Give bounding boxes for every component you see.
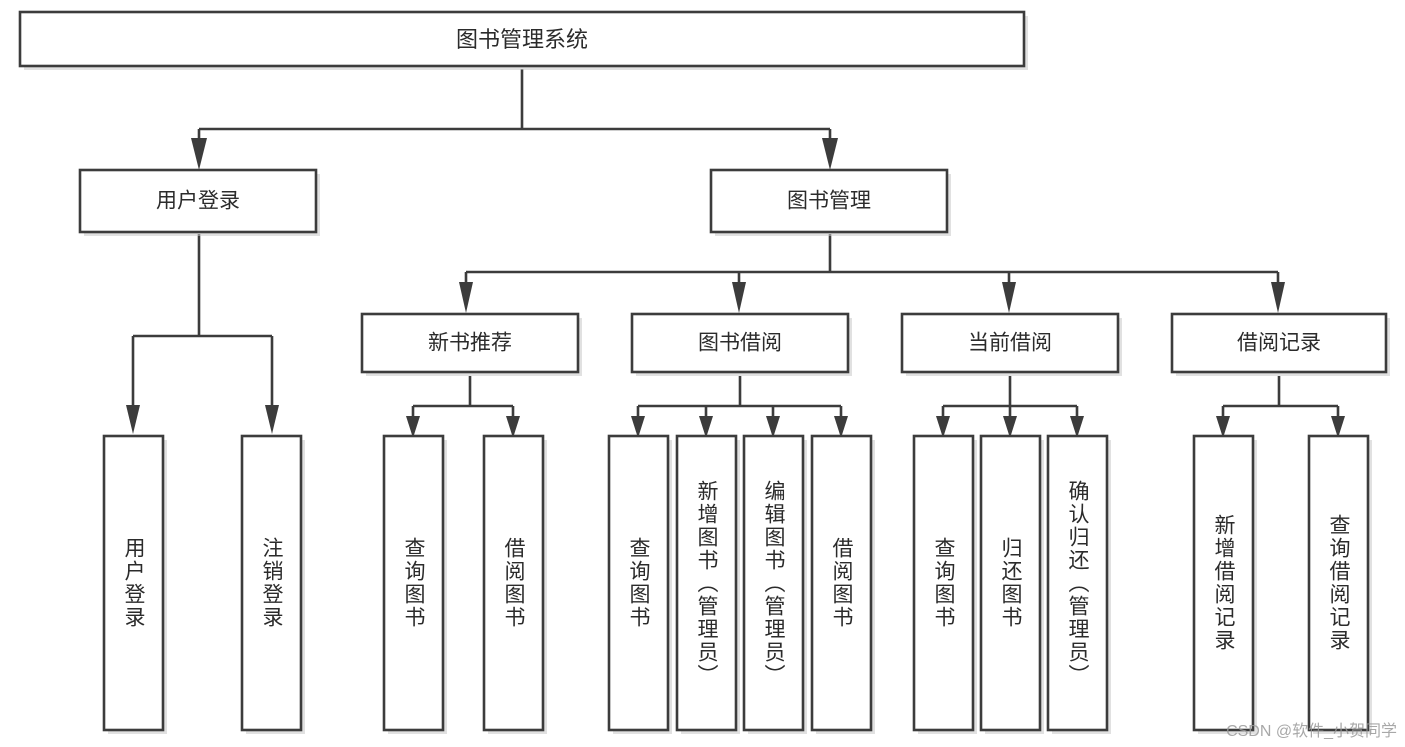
- new-book-rec-node-box[interactable]: [360, 312, 580, 374]
- arrowhead-l2: [506, 416, 520, 438]
- arrowhead-leaf-logout: [265, 405, 279, 434]
- leaf-query-book-a-box[interactable]: [382, 434, 445, 732]
- arrowhead-l11: [1331, 416, 1345, 438]
- arrowhead-l9: [1070, 416, 1084, 438]
- user-login-node-box[interactable]: [78, 168, 318, 234]
- arrowhead-l4: [699, 416, 713, 438]
- arrowhead-l7: [936, 416, 950, 438]
- book-borrow-node-box[interactable]: [630, 312, 850, 374]
- leaf-add-book-box[interactable]: [675, 434, 738, 732]
- leaf-add-record-box[interactable]: [1192, 434, 1255, 732]
- book-borrow-node-label: 图书借阅: [698, 332, 782, 355]
- current-borrow-node-label: 当前借阅: [968, 332, 1052, 355]
- book-manage-node-box[interactable]: [709, 168, 949, 234]
- borrow-record-node-label: 借阅记录: [1237, 332, 1321, 355]
- leaf-user-login-box[interactable]: [102, 434, 165, 732]
- arrowhead-current-borrow: [1002, 282, 1016, 313]
- new-book-rec-node-label: 新书推荐: [428, 332, 512, 355]
- arrowhead-l1: [406, 416, 420, 438]
- arrowhead-borrow-record: [1271, 282, 1285, 313]
- leaf-borrow-book-b-box[interactable]: [810, 434, 873, 732]
- nodes-layer: [18, 10, 1390, 734]
- arrowhead-user-login: [191, 138, 207, 170]
- arrowheads-layer: [126, 138, 1345, 438]
- arrowhead-new-book-rec: [459, 282, 473, 313]
- arrowhead-book-borrow: [732, 282, 746, 313]
- leaf-return-book-box[interactable]: [979, 434, 1042, 732]
- leaf-edit-book-box[interactable]: [742, 434, 805, 732]
- leaf-query-book-c-box[interactable]: [912, 434, 975, 732]
- labels-layer: 图书管理系统 用户登录 图书管理 新书推荐 图书借阅 当前借阅 借阅记录: [156, 27, 1321, 355]
- leaf-logout-box[interactable]: [240, 434, 303, 732]
- book-manage-node-label: 图书管理: [787, 190, 871, 213]
- leaf-query-record-box[interactable]: [1307, 434, 1370, 732]
- arrowhead-l8: [1003, 416, 1017, 438]
- current-borrow-node-box[interactable]: [900, 312, 1120, 374]
- borrow-record-node-box[interactable]: [1170, 312, 1388, 374]
- leaf-confirm-return-box[interactable]: [1046, 434, 1109, 732]
- arrowhead-leaf-user-login: [126, 405, 140, 434]
- arrowhead-book-manage: [822, 138, 838, 170]
- arrowhead-l5: [766, 416, 780, 438]
- leaf-borrow-book-a-box[interactable]: [482, 434, 545, 732]
- arrowhead-l6: [834, 416, 848, 438]
- root-node-label: 图书管理系统: [456, 27, 588, 52]
- arrowhead-l10: [1216, 416, 1230, 438]
- root-node-box[interactable]: [18, 10, 1026, 68]
- leaf-query-book-b-box[interactable]: [607, 434, 670, 732]
- user-login-node-label: 用户登录: [156, 190, 240, 213]
- csdn-watermark: CSDN @软件_小贺同学: [1226, 723, 1397, 740]
- arrowhead-l3: [631, 416, 645, 438]
